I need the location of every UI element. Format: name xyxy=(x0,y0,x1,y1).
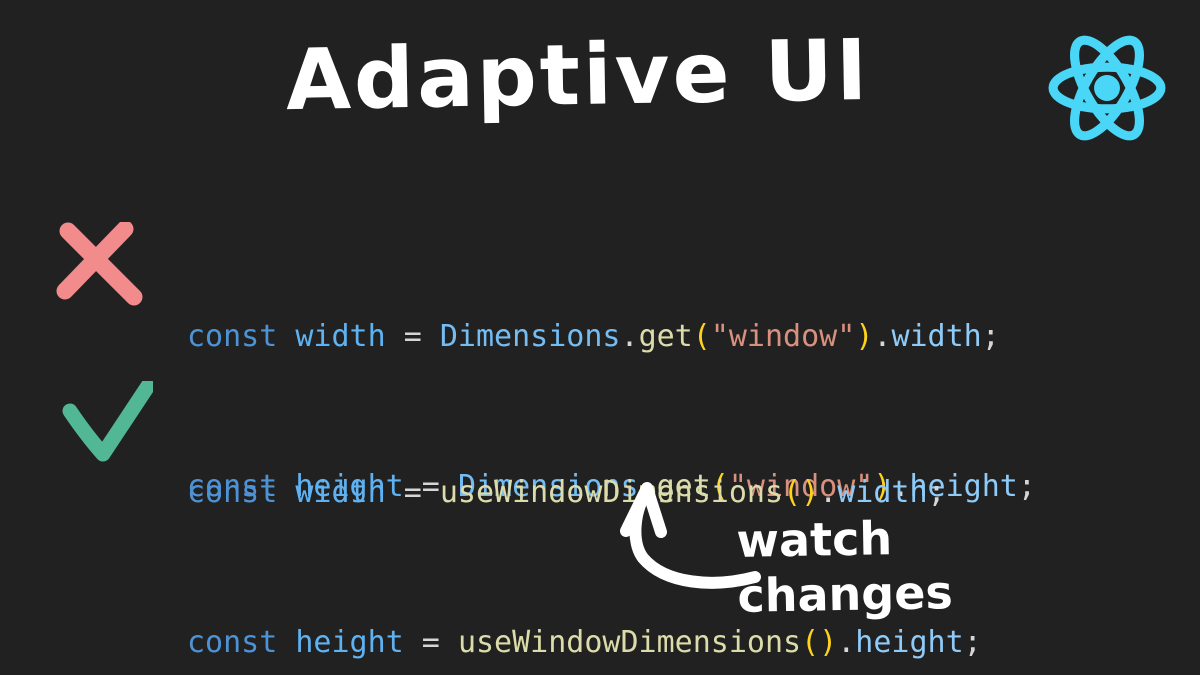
code-snippet-usewindowdimensions: const width = useWindowDimensions().widt… xyxy=(187,368,982,675)
code-token: . xyxy=(819,475,838,510)
code-token: . xyxy=(891,469,910,504)
code-line: const width = useWindowDimensions().widt… xyxy=(187,468,982,518)
code-token: ( xyxy=(710,469,729,504)
page-title: Adaptive UI xyxy=(285,20,871,130)
code-token: width xyxy=(891,319,982,354)
annotation-line: changes xyxy=(737,565,954,623)
code-token xyxy=(277,319,295,354)
annotation-line: watch xyxy=(736,511,893,568)
code-token: = xyxy=(385,319,440,354)
code-token: width xyxy=(295,319,386,354)
code-token: "window" xyxy=(710,319,856,354)
code-token: get xyxy=(638,319,693,354)
code-token xyxy=(277,475,295,510)
code-token: width xyxy=(295,475,386,510)
code-token: useWindowDimensions xyxy=(439,475,784,510)
code-token: = xyxy=(403,625,458,660)
react-logo-icon xyxy=(1048,35,1166,141)
code-token: height xyxy=(295,469,404,504)
react-logo-nucleus xyxy=(1094,75,1120,101)
x-mark-stroke xyxy=(56,222,134,300)
code-token: . xyxy=(873,319,892,354)
code-snippet-dimensions-get: const width = Dimensions.get("window").w… xyxy=(187,212,1036,612)
arrow-head xyxy=(620,482,667,538)
code-token: height xyxy=(855,625,964,660)
code-token: ; xyxy=(927,475,946,510)
code-token: height xyxy=(295,625,404,660)
code-token: . xyxy=(837,625,856,660)
code-token xyxy=(277,625,295,660)
code-token: = xyxy=(403,469,458,504)
code-token: const xyxy=(187,469,278,504)
code-token: height xyxy=(909,469,1018,504)
code-token: ( xyxy=(692,319,711,354)
code-token: ) xyxy=(855,319,874,354)
check-mark-stroke xyxy=(62,381,153,462)
check-mark-icon xyxy=(62,381,153,462)
code-token: const xyxy=(187,319,278,354)
x-mark-icon xyxy=(56,222,143,306)
code-line: const width = Dimensions.get("window").w… xyxy=(187,312,1036,362)
code-token: get xyxy=(656,469,711,504)
curved-up-arrow-icon xyxy=(620,482,761,589)
code-token: ; xyxy=(963,625,982,660)
code-token: useWindowDimensions xyxy=(457,625,802,660)
code-token: const xyxy=(187,475,278,510)
react-logo-orbits xyxy=(1048,35,1166,141)
code-token: . xyxy=(620,319,639,354)
code-token: Dimensions xyxy=(439,319,621,354)
code-token: Dimensions xyxy=(457,469,639,504)
code-token: () xyxy=(801,625,838,660)
code-token: width xyxy=(837,475,928,510)
annotation-watch-changes: watch changes xyxy=(736,510,953,624)
code-token: () xyxy=(783,475,820,510)
code-token: "window" xyxy=(728,469,874,504)
code-token: ) xyxy=(873,469,892,504)
code-line: const height = useWindowDimensions().hei… xyxy=(187,618,982,668)
code-token: const xyxy=(187,625,278,660)
code-token: ; xyxy=(1017,469,1036,504)
code-token: = xyxy=(385,475,440,510)
code-token: ; xyxy=(981,319,1000,354)
